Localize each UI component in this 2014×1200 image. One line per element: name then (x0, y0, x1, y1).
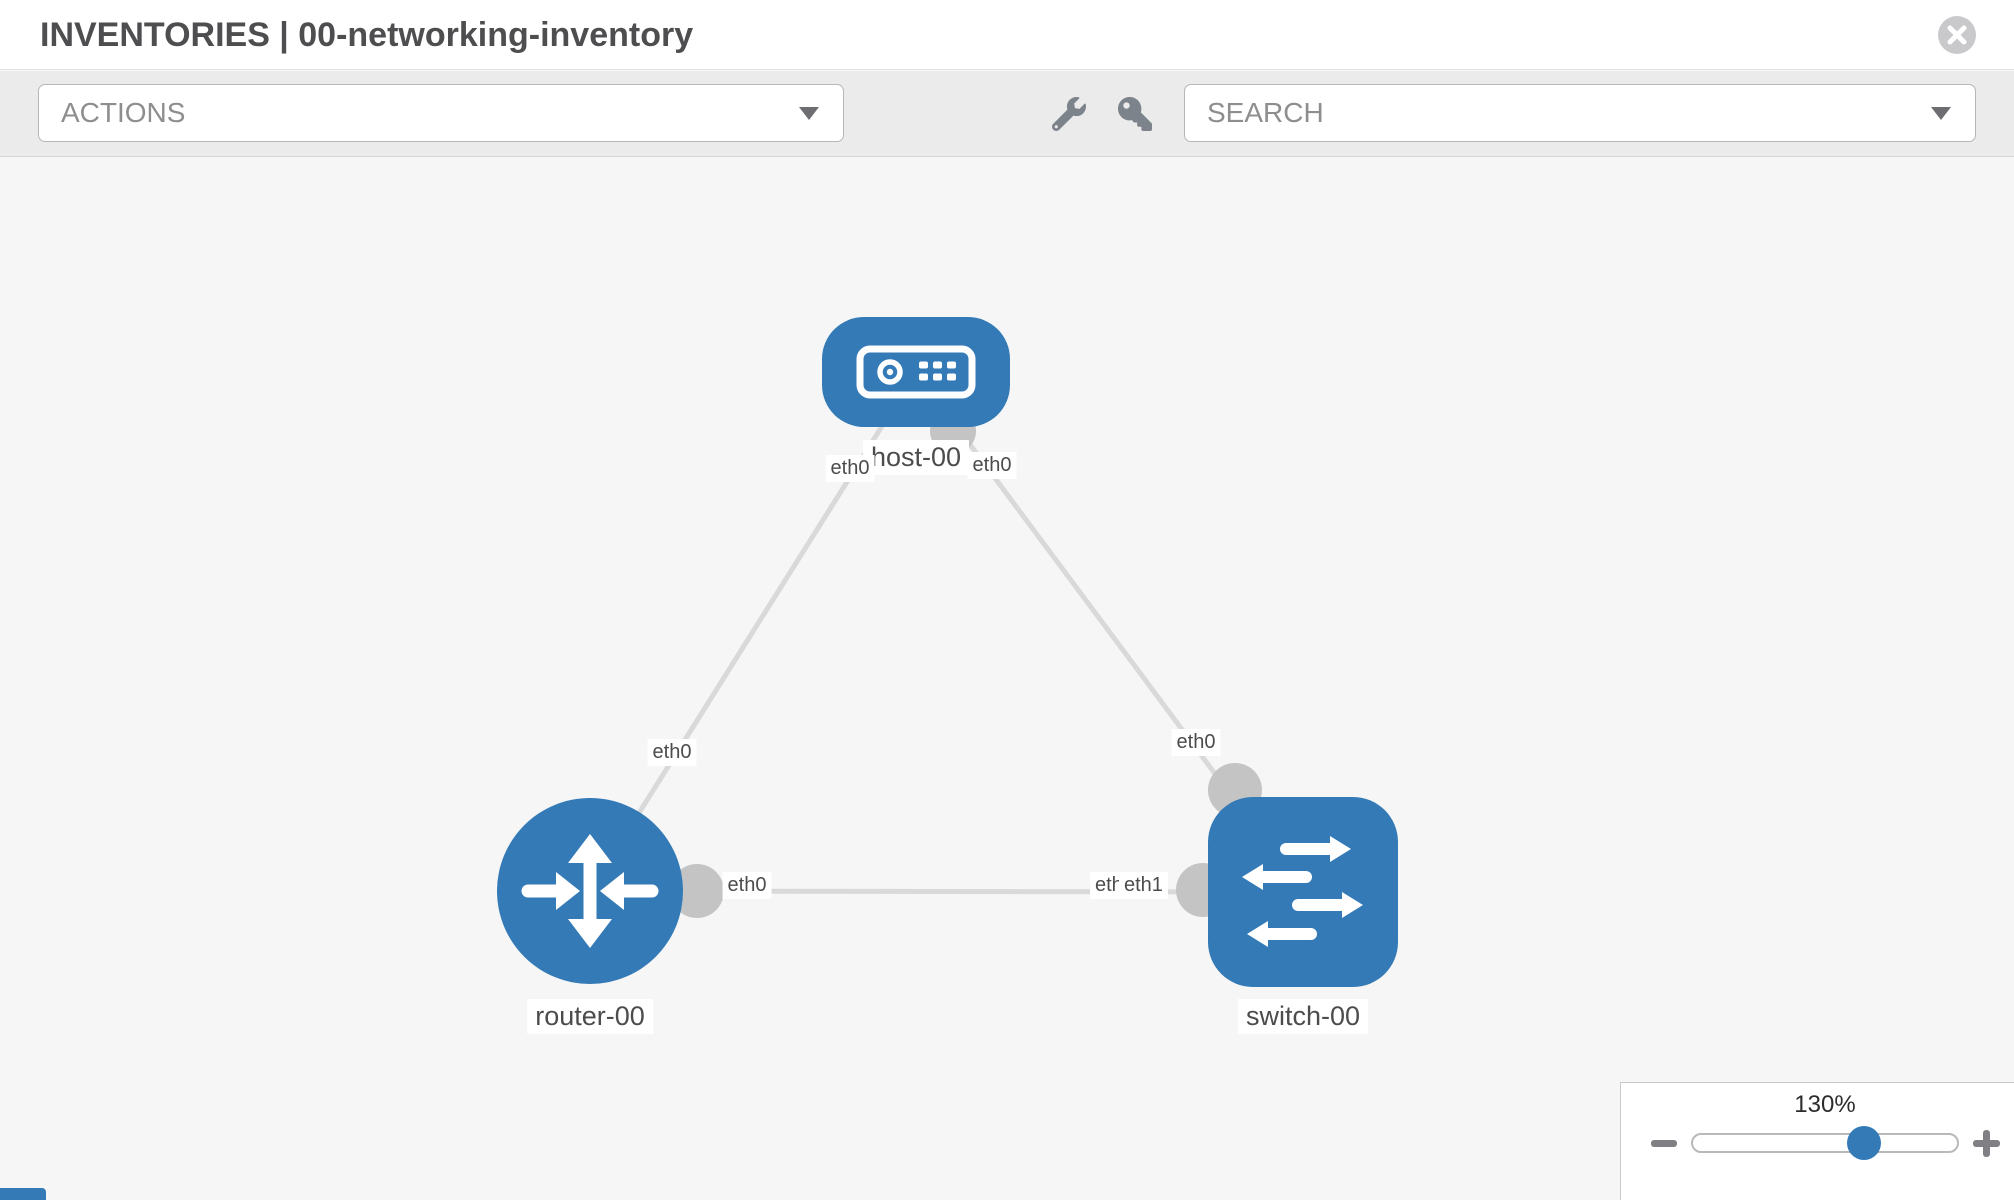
iface-label-router-to-switch: eth0 (722, 872, 772, 899)
key-toggle-button[interactable] (1118, 97, 1152, 131)
node-router-00[interactable] (497, 798, 683, 984)
window-header: INVENTORIES | 00-networking-inventory (0, 0, 2014, 70)
iface-label-router-to-host: eth0 (647, 739, 697, 766)
node-switch-00[interactable] (1208, 797, 1398, 987)
zoom-in-button[interactable] (1973, 1130, 2000, 1157)
zoom-slider-track[interactable] (1691, 1133, 1959, 1153)
search-dropdown-label: SEARCH (1207, 97, 1324, 128)
plus-icon (1983, 1130, 1990, 1157)
zoom-panel: 130% (1620, 1082, 2014, 1200)
key-icon (1118, 97, 1152, 131)
page-title: INVENTORIES | 00-networking-inventory (40, 16, 694, 54)
topology-canvas[interactable]: host-00 router-00 switch-00 eth0 eth0 et… (0, 157, 2014, 1200)
switch-icon (1242, 836, 1363, 947)
iface-label-switch-to-host: eth0 (1171, 729, 1221, 756)
search-dropdown[interactable]: SEARCH (1184, 84, 1976, 142)
node-host-00[interactable] (822, 317, 1010, 427)
iface-label-switch-eth1: eth1 (1119, 872, 1168, 899)
wrench-icon (1051, 97, 1086, 132)
router-icon (521, 834, 659, 948)
zoom-out-button[interactable] (1651, 1140, 1677, 1147)
toolbar: ACTIONS SEARCH (0, 71, 2014, 157)
port-router-eth0 (670, 864, 724, 918)
host-icon (856, 345, 976, 399)
chevron-down-icon (799, 107, 819, 120)
actions-dropdown[interactable]: ACTIONS (38, 84, 844, 142)
close-button[interactable] (1938, 16, 1976, 54)
iface-label-host-to-router: eth0 (825, 455, 875, 482)
legend-key-button[interactable] (0, 1188, 46, 1200)
zoom-level-text: 130% (1794, 1091, 1856, 1118)
actions-dropdown-label: ACTIONS (61, 97, 186, 128)
close-icon (1947, 25, 1967, 45)
chevron-down-icon (1931, 107, 1951, 120)
node-label-router: router-00 (527, 999, 653, 1035)
configure-button[interactable] (1051, 97, 1086, 132)
zoom-slider-thumb[interactable] (1847, 1126, 1881, 1160)
iface-label-host-to-switch: eth0 (967, 452, 1017, 479)
node-label-host: host-00 (862, 440, 970, 476)
node-label-switch: switch-00 (1237, 999, 1369, 1035)
